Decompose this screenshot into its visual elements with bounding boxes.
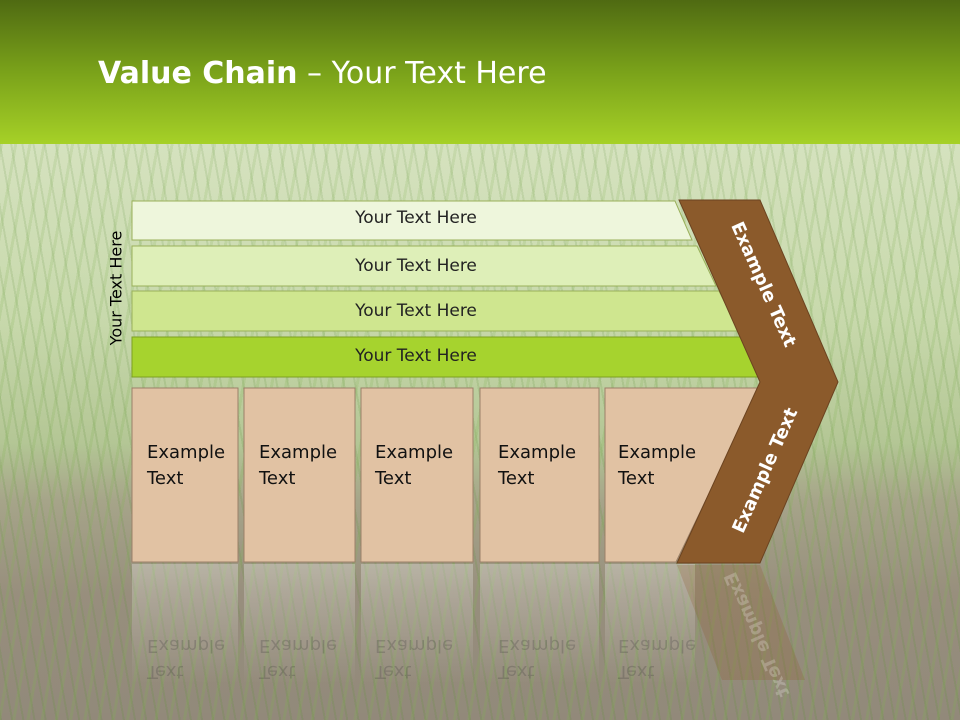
box-label-2-line1: Example: [259, 442, 338, 463]
box-3: [360, 387, 474, 563]
box-reflection-label-5: Text Example: [618, 632, 696, 684]
box-label-5-line2: Text: [618, 468, 655, 489]
box-reflection-1: [132, 564, 238, 684]
chevron-arrow: [676, 199, 839, 564]
box-label-2-line2: Text: [259, 468, 296, 489]
box-label-4-line2: Text: [498, 468, 535, 489]
box-reflection-label-4-line2: Text: [498, 661, 535, 682]
box-label-3-line2: Text: [375, 468, 412, 489]
box-reflection-label-4: Text Example: [498, 632, 576, 684]
box-label-4-line1: Example: [498, 442, 577, 463]
box-reflection-label-2-line1: Example: [259, 635, 338, 656]
box-reflection-label-2-line2: Text: [259, 661, 296, 682]
box-reflection-label-3: Text Example: [375, 632, 453, 684]
box-reflection-label-3-line1: Example: [375, 635, 454, 656]
slide-title: Value Chain – Your Text Here: [98, 56, 547, 91]
chevron-reflection: [677, 565, 805, 680]
box-label-3-line1: Example: [375, 442, 454, 463]
box-label-1-line1: Example: [147, 442, 226, 463]
box-reflection-label-4-line1: Example: [498, 635, 577, 656]
band-label-4: Your Text Here: [355, 346, 477, 366]
box-reflection-label-3-line2: Text: [375, 661, 412, 682]
box-reflection-3: [361, 564, 473, 684]
box-reflection-label-1: Text Example: [147, 632, 225, 684]
title-rest: – Your Text Here: [297, 56, 547, 91]
box-reflection-label-5-line1: Example: [618, 635, 697, 656]
box-reflection-label-2: Text Example: [259, 632, 337, 684]
band-label-1: Your Text Here: [355, 208, 477, 228]
header-bar: [0, 0, 960, 144]
box-1: [131, 387, 239, 563]
box-reflection-label-1-line1: Example: [147, 635, 226, 656]
band-2: [131, 245, 717, 287]
title-bold: Value Chain: [98, 56, 298, 91]
box-5: [604, 387, 761, 563]
box-4: [479, 387, 600, 563]
box-reflection-2: [244, 564, 355, 684]
box-label-5-line1: Example: [618, 442, 697, 463]
box-label-1-line2: Text: [147, 468, 184, 489]
band-label-3: Your Text Here: [355, 301, 477, 321]
band-1: [131, 200, 693, 241]
box-reflection-label-1-line2: Text: [147, 661, 184, 682]
box-2: [243, 387, 356, 563]
box-reflection-5: [605, 564, 695, 684]
box-reflection-label-5-line2: Text: [618, 661, 655, 682]
band-label-2: Your Text Here: [355, 256, 477, 276]
box-reflection-4: [480, 564, 599, 684]
